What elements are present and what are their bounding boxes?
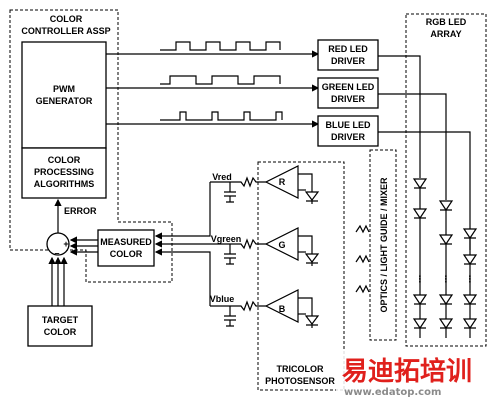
sensor-label-line2: PHOTOSENSOR [265,376,335,386]
summer-plus: + [63,239,68,249]
measured-to-summer-arrows [69,236,98,256]
led-diode-icon [438,294,454,306]
vblue-label: Vblue [210,294,235,304]
amplifier-wire [298,235,313,266]
red-led-driver-box [317,39,379,71]
green-driver-line1: GREEN LED [322,82,375,92]
led-diode-icon [412,208,428,220]
led-diode-icon [412,318,428,330]
summing-node [46,232,70,256]
target-color-box [27,305,93,347]
watermark-background [336,350,498,398]
pwm-red-line [106,41,320,58]
measured-label-line1: MEASURED [100,237,152,247]
sensor-channels [210,165,320,328]
amplifier-wire [298,173,313,204]
assp-boundary [9,9,173,283]
photodiode-icon [304,191,320,202]
optics-boundary [369,149,397,341]
watermark-url: www.edatop.com [344,387,441,398]
led-diode-icon [438,318,454,330]
error-label: ERROR [64,206,97,216]
red-driver-line1: RED LED [328,44,368,54]
pwm-blue-line [106,111,320,128]
optics-label: OPTICS / LIGHT GUIDE / MIXER [379,177,389,313]
led-diode-icon [462,228,478,240]
capacitor-ground-icon [210,243,236,265]
red-driver-line2: DRIVER [331,56,366,66]
sensor-label-line1: TRICOLOR [277,364,324,374]
target-to-summer-arrows [48,256,68,306]
rgb-array-line2: ARRAY [430,29,461,39]
amplifier-icon [264,227,299,261]
led-diode-icon [462,318,478,330]
assp-title-line2: CONTROLLER ASSP [21,26,110,36]
amplifier-icon [264,289,299,323]
led-continuation-dots: ⋮ [466,274,475,284]
rgb-array-line1: RGB LED [426,17,467,27]
led-diode-icon [438,200,454,212]
led-diode-icon [462,294,478,306]
led-continuation-dots: ⋮ [442,274,451,284]
resistor-icon [230,238,266,250]
photodiode-icon [304,315,320,326]
capacitor-ground-icon [210,181,236,203]
summer-minus: – [54,248,59,258]
resistor-icon [230,300,266,312]
led-diode-icon [438,234,454,246]
amplifier-wire [298,297,313,328]
watermark-chinese: 易迪拓培训 [342,357,472,387]
resistor-icon [230,176,266,188]
target-label-line2: COLOR [44,327,77,337]
amp-g-label: G [278,240,285,250]
amp-r-label: R [279,177,286,187]
sensor-to-measured-lines [154,182,211,306]
pwm-label-line1: PWM [53,84,75,94]
algo-label-line1: COLOR [48,155,81,165]
algo-label-line2: PROCESSING [34,167,94,177]
assp-title-line1: COLOR [50,14,83,24]
target-label-line1: TARGET [42,315,79,325]
pwm-label-line2: GENERATOR [36,96,93,106]
blue-driver-line1: BLUE LED [326,120,372,130]
green-led-driver-box [317,77,379,109]
green-driver-line2: DRIVER [331,94,366,104]
driver-to-array-lines [378,55,471,250]
measured-color-box [97,229,155,267]
led-diode-icon [412,178,428,190]
vred-label: Vred [212,172,232,182]
color-processing-box [21,147,107,199]
pwm-generator-box [21,41,107,149]
led-continuation-dots: ⋮ [416,274,425,284]
led-diode-icon [462,254,478,266]
capacitor-ground-icon [210,305,236,327]
measured-label-line2: COLOR [110,249,143,259]
rgb-led-array-boundary [405,13,487,347]
blue-led-driver-box [317,115,379,147]
led-strings: ⋮ ⋮ ⋮ [412,178,478,338]
light-rays [355,224,370,294]
algo-label-line3: ALGORITHMS [34,179,95,189]
amplifier-icon [264,165,299,199]
photosensor-boundary [257,161,345,391]
amp-b-label: B [279,304,286,314]
pwm-green-line [106,75,320,92]
vgreen-label: Vgreen [211,234,242,244]
led-diode-icon [412,294,428,306]
photodiode-icon [304,253,320,264]
blue-driver-line2: DRIVER [331,132,366,142]
